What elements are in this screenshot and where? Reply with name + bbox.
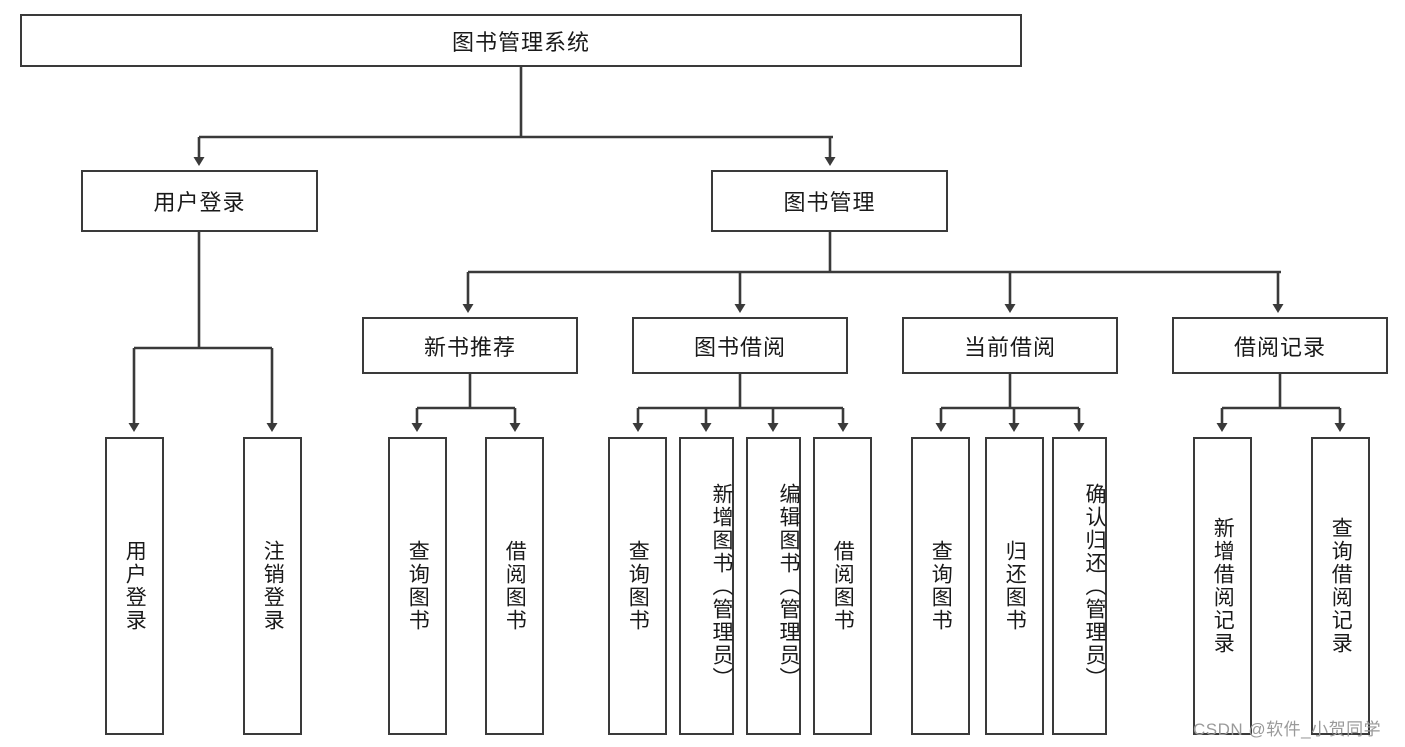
node-book-manage-label: 图书管理 <box>783 190 876 215</box>
node-leaf-add-book-admin-label: 新增图书（管理员） <box>710 482 733 690</box>
node-leaf-query-book-cur[interactable]: 查询图书 <box>911 437 970 735</box>
watermark: CSDN @软件_小贺同学 <box>1193 720 1382 739</box>
node-leaf-borrow-book[interactable]: 借阅图书 <box>813 437 872 735</box>
node-current-borrow[interactable]: 当前借阅 <box>902 317 1118 374</box>
node-leaf-borrow-book-label: 借阅图书 <box>831 540 855 632</box>
node-leaf-user-login[interactable]: 用户登录 <box>105 437 164 735</box>
node-leaf-add-book-admin[interactable]: 新增图书（管理员） <box>679 437 734 735</box>
node-new-book-recommend[interactable]: 新书推荐 <box>362 317 578 374</box>
node-leaf-add-borrow-record-label: 新增借阅记录 <box>1211 517 1235 655</box>
node-leaf-query-borrow-record-label: 查询借阅记录 <box>1329 517 1353 655</box>
node-leaf-return-book[interactable]: 归还图书 <box>985 437 1044 735</box>
node-leaf-query-book-rec-label: 查询图书 <box>406 540 430 632</box>
node-new-book-recommend-label: 新书推荐 <box>423 334 516 360</box>
node-leaf-query-book-borrow-label: 查询图书 <box>626 540 650 632</box>
node-user-login[interactable]: 用户登录 <box>81 170 318 232</box>
node-leaf-confirm-return-admin[interactable]: 确认归还（管理员） <box>1052 437 1107 735</box>
node-borrow-record[interactable]: 借阅记录 <box>1172 317 1388 374</box>
node-leaf-logout-label: 注销登录 <box>261 540 285 632</box>
node-leaf-return-book-label: 归还图书 <box>1003 540 1027 632</box>
node-book-borrow[interactable]: 图书借阅 <box>632 317 848 374</box>
node-root-label: 图书管理系统 <box>451 29 590 55</box>
node-book-borrow-label: 图书借阅 <box>693 334 786 360</box>
node-root[interactable]: 图书管理系统 <box>20 14 1022 67</box>
node-leaf-add-borrow-record[interactable]: 新增借阅记录 <box>1193 437 1252 735</box>
node-leaf-query-book-cur-label: 查询图书 <box>929 540 953 632</box>
node-leaf-edit-book-admin-label: 编辑图书（管理员） <box>777 482 800 690</box>
node-leaf-query-borrow-record[interactable]: 查询借阅记录 <box>1311 437 1370 735</box>
node-leaf-query-book-borrow[interactable]: 查询图书 <box>608 437 667 735</box>
node-leaf-borrow-book-rec[interactable]: 借阅图书 <box>485 437 544 735</box>
node-current-borrow-label: 当前借阅 <box>963 334 1056 360</box>
node-leaf-confirm-return-admin-label: 确认归还（管理员） <box>1083 482 1106 690</box>
node-leaf-logout[interactable]: 注销登录 <box>243 437 302 735</box>
node-borrow-record-label: 借阅记录 <box>1233 334 1326 360</box>
node-leaf-edit-book-admin[interactable]: 编辑图书（管理员） <box>746 437 801 735</box>
node-leaf-user-login-label: 用户登录 <box>123 540 147 632</box>
node-leaf-borrow-book-rec-label: 借阅图书 <box>503 540 527 632</box>
node-leaf-query-book-rec[interactable]: 查询图书 <box>388 437 447 735</box>
node-user-login-label: 用户登录 <box>153 190 246 215</box>
node-book-manage[interactable]: 图书管理 <box>711 170 948 232</box>
